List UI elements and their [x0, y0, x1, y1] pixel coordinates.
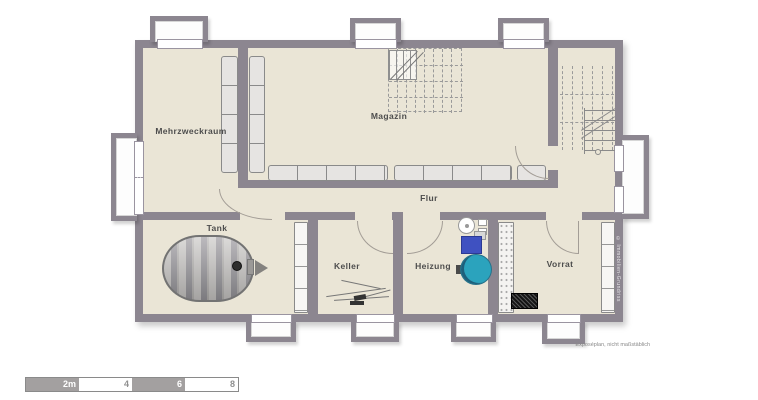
scale-segment-1: 2m [26, 378, 79, 391]
lightwell-bottom-2 [351, 321, 399, 342]
lightwell-bottom-3 [451, 321, 496, 342]
water-tank [460, 254, 492, 285]
wall-flur-top [238, 180, 558, 188]
window-left-mullion [134, 177, 144, 178]
stairs-main-walkline [584, 108, 585, 154]
wall-stairhall-left [548, 48, 558, 146]
scale-bar: 2m 4 6 8 [25, 377, 239, 392]
lightwell-right [622, 135, 649, 219]
keller-clutter [326, 274, 402, 308]
lightwell-bottom-4 [542, 321, 585, 344]
watermark-vertical: © Immobilien-Grundriss [615, 236, 621, 302]
oil-tank-fitting [247, 259, 254, 275]
heating-boiler [461, 236, 482, 254]
wall-tank-keller [308, 220, 318, 314]
lightwell-bottom-1 [246, 321, 296, 342]
window-right-lower [614, 186, 624, 213]
wall-mehrzweckraum-magazin [238, 48, 248, 188]
wall-keller-heizung [393, 220, 403, 314]
wall-flur-bottom-1 [143, 212, 240, 220]
wall-stairhall-post [548, 170, 558, 188]
heizung-fixture-box-1 [478, 219, 487, 226]
water-tank-valve [456, 265, 462, 274]
shelf-vorrat-left [498, 222, 514, 313]
room-label-magazin: Magazin [370, 111, 408, 121]
shelf-vorrat-right [601, 222, 615, 313]
disclaimer-text: Exposéplan, nicht maßstäblich [575, 342, 650, 348]
room-label-heizung: Heizung [415, 261, 451, 271]
wall-flur-bottom-2 [285, 212, 355, 220]
stairs-main-walkline-end [595, 149, 601, 155]
lightwell-top-left [150, 16, 208, 42]
shelf-magazin-bottom-1 [268, 165, 388, 181]
door-leaf-vorrat [578, 221, 579, 254]
scale-segment-2: 4 [79, 378, 132, 391]
oil-tank-cap [232, 261, 242, 271]
stairs-upper-dashed-outline [388, 48, 463, 113]
scale-segment-3: 6 [132, 378, 185, 391]
room-label-flur: Flur [420, 193, 438, 203]
shelf-tank-room [294, 222, 308, 313]
window-bottom-2 [356, 314, 395, 323]
shelf-mehrzweckraum [221, 56, 238, 173]
window-bottom-4 [547, 314, 581, 323]
vorrat-crate [511, 293, 538, 309]
room-label-keller: Keller [333, 261, 361, 271]
window-bottom-1 [251, 314, 292, 323]
shelf-magazin-bottom-2 [394, 165, 512, 181]
room-label-tank: Tank [206, 223, 228, 233]
window-top-middle [355, 39, 397, 49]
window-top-right [503, 39, 545, 49]
window-right-upper [614, 145, 624, 172]
shelf-magazin-left [249, 56, 265, 173]
window-bottom-3 [456, 314, 493, 323]
window-top-left [157, 39, 203, 49]
wall-flur-bottom-3 [392, 212, 403, 220]
wall-heizung-vorrat [488, 220, 498, 314]
wall-flur-bottom-5 [582, 212, 615, 220]
room-label-vorrat: Vorrat [546, 259, 574, 269]
window-left [134, 141, 144, 215]
wall-flur-bottom-4 [440, 212, 546, 220]
scale-segment-4: 8 [185, 378, 238, 391]
lightwell-left [111, 133, 137, 221]
heizung-round-fixture [458, 217, 475, 234]
lightwell-top-right [498, 18, 549, 42]
oil-tank-nozzle [255, 260, 268, 276]
room-label-mehrzweckraum: Mehrzweckraum [155, 126, 227, 136]
